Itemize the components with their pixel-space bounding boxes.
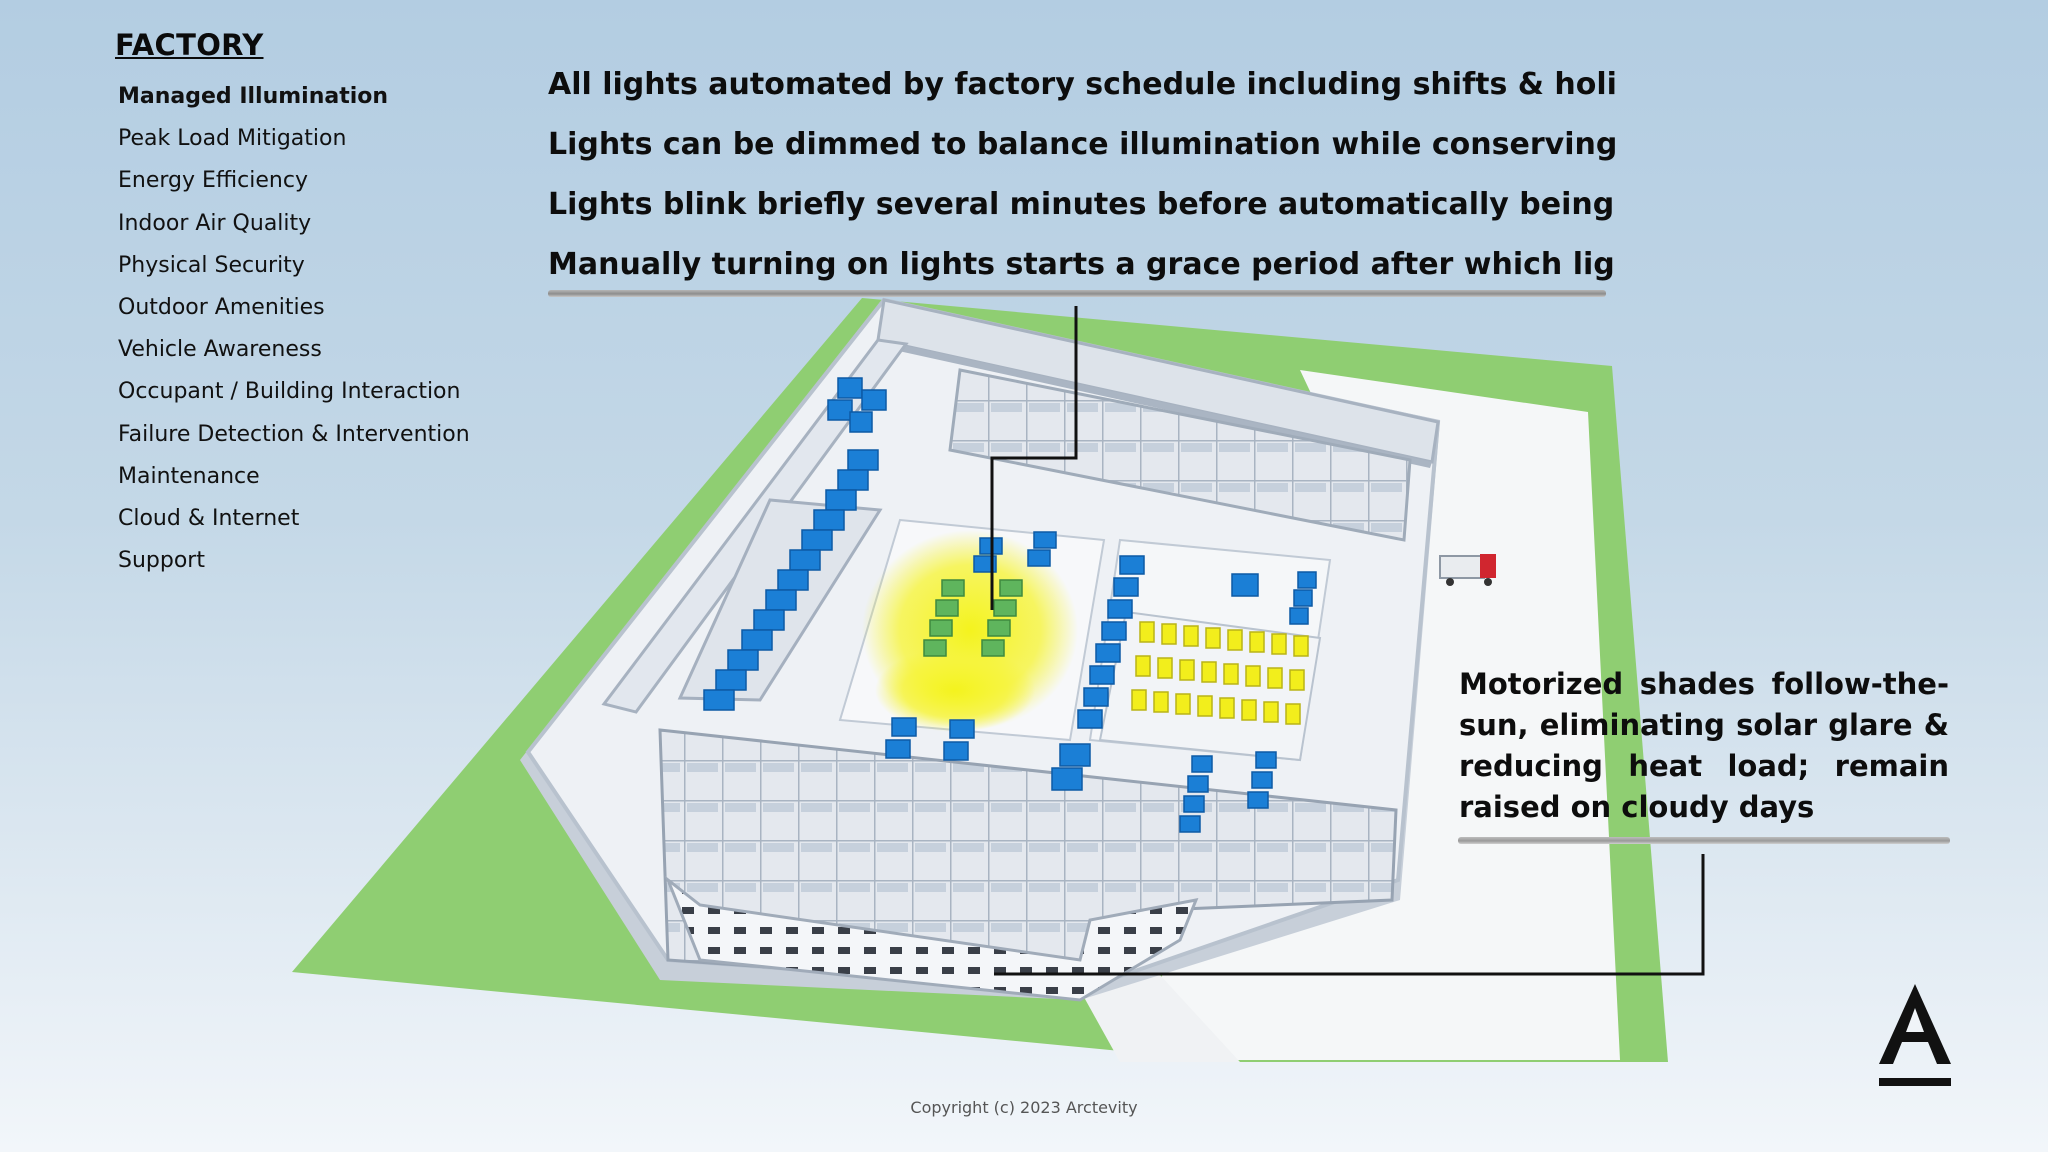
headline-line: Manually turning on lights starts a grac… bbox=[548, 247, 1616, 282]
driveway bbox=[1080, 975, 1240, 1062]
nav-item-support[interactable]: Support bbox=[118, 548, 205, 574]
headline-callout: All lights automated by factory schedule… bbox=[548, 62, 1616, 302]
headline-line: Lights blink briefly several minutes bef… bbox=[548, 187, 1616, 222]
nav-item-occupant-building-interaction[interactable]: Occupant / Building Interaction bbox=[118, 379, 461, 405]
side-callout-divider bbox=[1458, 837, 1950, 844]
yellow-machines bbox=[1131, 621, 1309, 725]
side-callout-text: Motorized shades follow-the-sun, elimina… bbox=[1459, 667, 1949, 824]
nav-item-failure-detection[interactable]: Failure Detection & Intervention bbox=[118, 421, 470, 447]
nav-item-physical-security[interactable]: Physical Security bbox=[118, 252, 305, 278]
machine-row-center bbox=[885, 531, 1317, 833]
feature-nav-panel: FACTORY Managed Illumination Peak Load M… bbox=[115, 28, 535, 582]
headline-leader-line bbox=[990, 306, 1078, 610]
nav-item-cloud-internet[interactable]: Cloud & Internet bbox=[118, 505, 300, 531]
nav-item-peak-load-mitigation[interactable]: Peak Load Mitigation bbox=[118, 126, 347, 152]
lit-machines bbox=[923, 579, 1023, 657]
machine-row-left bbox=[703, 377, 887, 711]
office-wing-facade bbox=[664, 875, 1199, 1002]
feature-nav-list: Managed Illumination Peak Load Mitigatio… bbox=[115, 76, 535, 582]
arctevity-logo bbox=[1879, 984, 1951, 1086]
nav-item-maintenance[interactable]: Maintenance bbox=[118, 463, 260, 489]
truck bbox=[1439, 554, 1496, 586]
headline-divider bbox=[548, 290, 1606, 297]
nav-item-indoor-air-quality[interactable]: Indoor Air Quality bbox=[118, 210, 312, 236]
copyright-text: Copyright (c) 2023 Arctevity bbox=[910, 1098, 1138, 1117]
nav-item-outdoor-amenities[interactable]: Outdoor Amenities bbox=[118, 294, 325, 320]
side-callout-leader-line bbox=[994, 854, 1705, 976]
nav-title: FACTORY bbox=[115, 28, 264, 62]
headline-line: Lights can be dimmed to balance illumina… bbox=[548, 127, 1616, 162]
nav-item-managed-illumination[interactable]: Managed Illumination bbox=[118, 84, 389, 109]
nav-item-vehicle-awareness[interactable]: Vehicle Awareness bbox=[118, 337, 322, 363]
headline-line: All lights automated by factory schedule… bbox=[548, 67, 1616, 102]
nav-item-energy-efficiency[interactable]: Energy Efficiency bbox=[118, 168, 308, 194]
